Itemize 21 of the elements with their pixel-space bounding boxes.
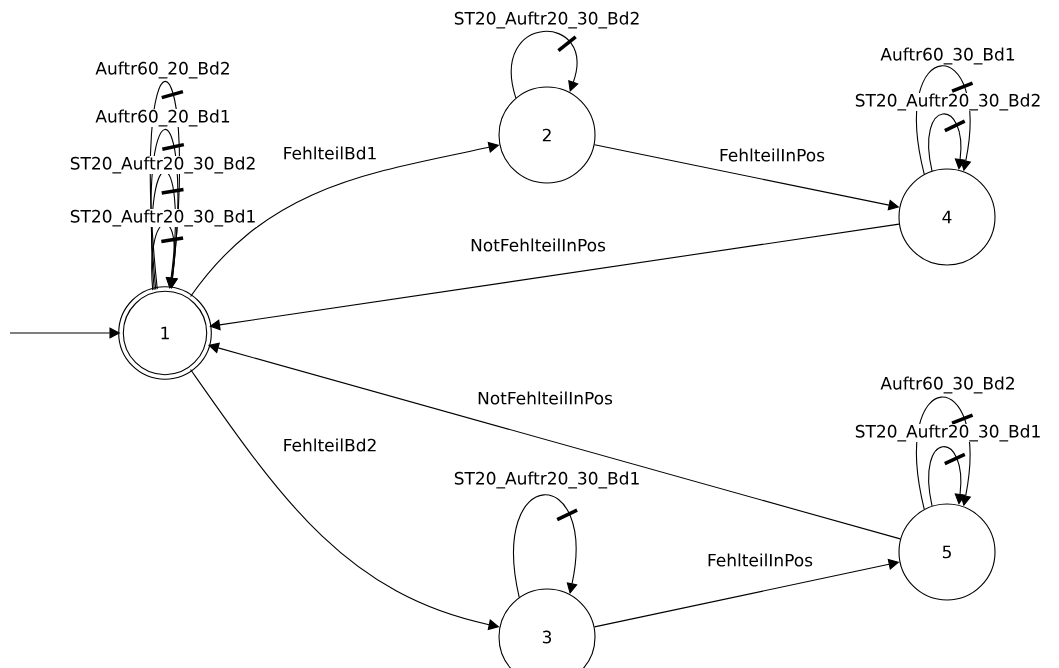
edge-label: FehlteilInPos <box>718 147 826 163</box>
edge-label: ST20_Auftr20_30_Bd1 <box>69 209 257 227</box>
edge-label: Auftr60_20_Bd2 <box>94 61 232 79</box>
edge-label: FehlteilBd2 <box>282 437 378 453</box>
edge-label: ST20_Auftr20_30_Bd2 <box>69 156 257 174</box>
self-loop-arrow <box>513 494 578 598</box>
edge-label: ST20_Auftr20_30_Bd1 <box>854 424 1042 442</box>
self-loop-arrow <box>928 446 966 507</box>
edge-label: ST20_Auftr20_30_Bd2 <box>453 11 641 29</box>
self-loop-arrow <box>511 30 579 99</box>
edge-label: NotFehlteilInPos <box>469 237 607 253</box>
transition-arrow <box>209 223 900 331</box>
self-loop-arrow <box>928 113 966 172</box>
edge-label: Auftr60_20_Bd1 <box>94 109 232 127</box>
edge-label: Auftr60_30_Bd1 <box>879 47 1017 65</box>
edge-label: ST20_Auftr20_30_Bd2 <box>854 93 1042 111</box>
edge-label: ST20_Auftr20_30_Bd1 <box>453 471 641 489</box>
edge-label: FehlteilInPos <box>706 552 814 568</box>
edge-label: Auftr60_30_Bd2 <box>879 376 1017 394</box>
edge-label: NotFehlteilInPos <box>476 390 614 406</box>
edge-label: FehlteilBd1 <box>282 145 378 161</box>
